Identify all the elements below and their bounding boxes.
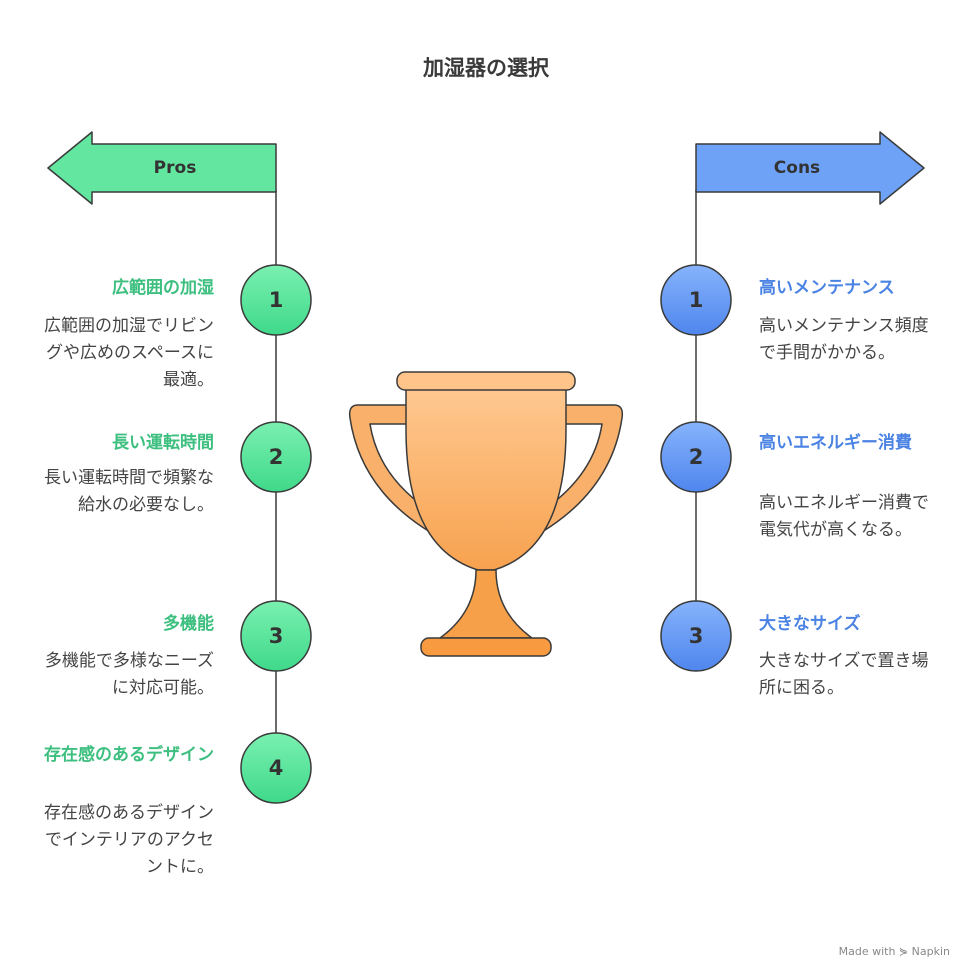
cons-circle-1	[660, 264, 732, 336]
pros-arrow	[47, 131, 277, 205]
cons-number-2: 2	[688, 445, 704, 469]
pros-item-desc-1: 広範囲の加湿でリビングや広めのスペースに最適。	[44, 316, 214, 390]
pros-item-desc-4: 存在感のあるデザインでインテリアのアクセントに。	[44, 803, 214, 877]
cons-number-1: 1	[688, 288, 704, 312]
cons-item-desc-1: 高いメンテナンス頻度で手間がかかる。	[759, 316, 929, 363]
pros-item-title-4: 存在感のあるデザイン	[44, 745, 214, 765]
pros-label: Pros	[153, 158, 197, 178]
pros-number-3: 3	[268, 624, 284, 648]
trophy-icon	[348, 371, 624, 657]
cons-label: Cons	[773, 158, 821, 178]
pros-circle-3	[240, 600, 312, 672]
pros-number-4: 4	[268, 756, 284, 780]
page-title: 加湿器の選択	[423, 56, 549, 80]
pros-item-title-2: 長い運転時間	[112, 433, 214, 453]
pros-circle-1	[240, 264, 312, 336]
cons-circle-2	[660, 421, 732, 493]
pros-item-desc-2: 長い運転時間で頻繁な給水の必要なし。	[44, 468, 214, 515]
pros-circle-2	[240, 421, 312, 493]
footer-credit: Made with ⋟ Napkin	[838, 945, 950, 958]
pros-number-1: 1	[268, 288, 284, 312]
cons-item-title-3: 大きなサイズ	[759, 614, 861, 634]
pros-item-title-1: 広範囲の加湿	[112, 278, 214, 298]
cons-item-desc-3: 大きなサイズで置き場所に困る。	[759, 651, 929, 698]
pros-item-desc-3: 多機能で多様なニーズに対応可能。	[44, 651, 214, 698]
cons-number-3: 3	[688, 624, 704, 648]
cons-item-desc-2: 高いエネルギー消費で電気代が高くなる。	[759, 493, 929, 540]
cons-item-title-2: 高いエネルギー消費	[759, 433, 912, 453]
cons-circle-3	[660, 600, 732, 672]
pros-circle-4	[240, 732, 312, 804]
pros-number-2: 2	[268, 445, 284, 469]
cons-item-title-1: 高いメンテナンス	[759, 278, 895, 298]
cons-arrow	[695, 131, 925, 205]
pros-item-title-3: 多機能	[163, 614, 214, 634]
